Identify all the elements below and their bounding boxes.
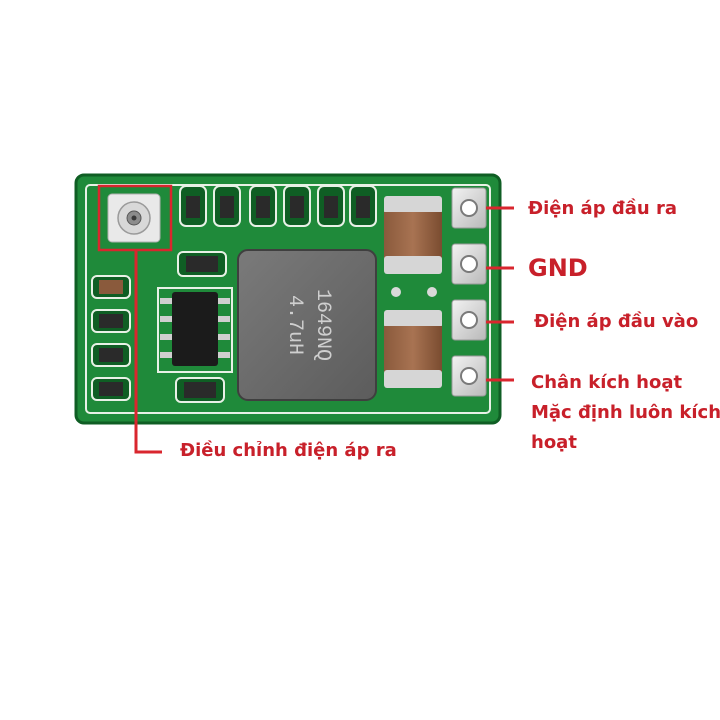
- inductor-marking-2: 1649NQ: [311, 289, 334, 361]
- top-smd-row: [179, 185, 377, 227]
- ic-pin: [216, 334, 230, 340]
- smd-part-body: [324, 196, 338, 218]
- inductor-marking-1: 4.7uH: [283, 295, 306, 355]
- smd-part-body: [186, 196, 200, 218]
- smd-part-body: [256, 196, 270, 218]
- smd-part-body: [186, 256, 218, 272]
- label-adjust-output: Điều chỉnh điện áp ra: [180, 440, 397, 461]
- capacitor-top: [384, 196, 442, 274]
- smd-part-body: [99, 348, 123, 362]
- capacitor-end: [384, 196, 442, 214]
- pin-pads: [451, 187, 487, 397]
- ic-pin: [216, 352, 230, 358]
- smd-resistor-body: [99, 314, 123, 328]
- ic-pin: [160, 352, 174, 358]
- label-enable-line3: hoạt: [531, 432, 577, 453]
- via: [427, 287, 437, 297]
- pad-hole: [460, 199, 478, 217]
- annotation-lines: [134, 206, 514, 454]
- smd-part-body: [220, 196, 234, 218]
- label-input-voltage: Điện áp đầu vào: [534, 311, 699, 332]
- pot-screw-center: [131, 215, 137, 221]
- capacitor-end: [384, 370, 442, 388]
- label-output-voltage: Điện áp đầu ra: [528, 198, 677, 219]
- ic-pin: [160, 316, 174, 322]
- pcb-silk-outline: [85, 184, 491, 414]
- pad-hole: [460, 311, 478, 329]
- smd-part-body: [356, 196, 370, 218]
- capacitor-body: [384, 212, 442, 258]
- label-gnd: GND: [528, 254, 588, 282]
- smd-part-body: [290, 196, 304, 218]
- inductor: 4.7uH 1649NQ: [237, 249, 377, 401]
- smd-part-body: [99, 382, 123, 396]
- leader-adjust: [134, 250, 162, 454]
- capacitor-bottom: [384, 310, 442, 388]
- label-enable-line1: Chân kích hoạt: [531, 372, 683, 393]
- ic-pin: [160, 298, 174, 304]
- ic-pad-area: [157, 287, 233, 373]
- capacitor-end: [384, 256, 442, 274]
- via: [391, 287, 401, 297]
- capacitor-body: [384, 326, 442, 372]
- smd-cap-body: [99, 280, 123, 294]
- smd-part-body: [184, 382, 216, 398]
- pad-hole: [460, 255, 478, 273]
- ic-chip: [157, 287, 233, 373]
- left-smd-column: [91, 275, 131, 401]
- inductor-body: [237, 249, 377, 401]
- ic-body: [172, 292, 218, 366]
- ic-pin: [160, 334, 174, 340]
- pad-hole: [460, 367, 478, 385]
- capacitor-end: [384, 310, 442, 328]
- ic-pin: [216, 298, 230, 304]
- ic-pin: [216, 316, 230, 322]
- label-enable-line2: Mặc định luôn kích: [531, 402, 720, 423]
